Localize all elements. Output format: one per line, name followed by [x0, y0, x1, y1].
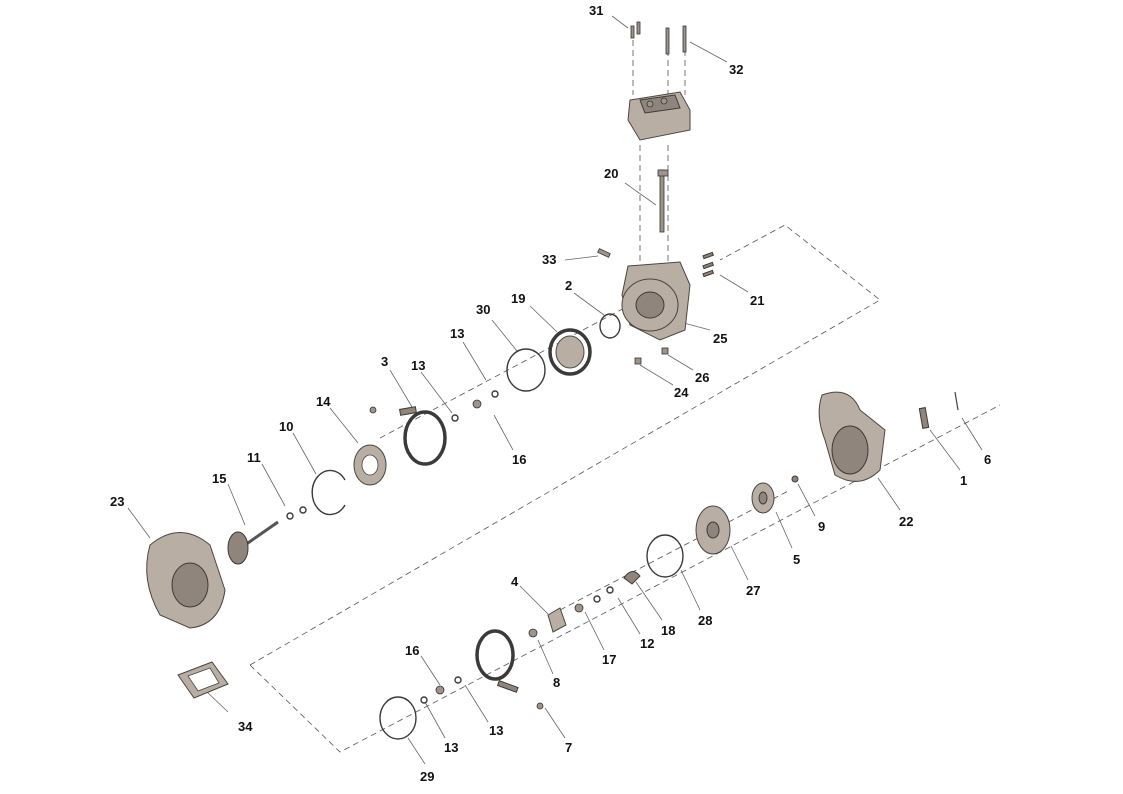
callout-27: 27: [746, 583, 760, 598]
turbine-housing-23: [146, 532, 226, 629]
nut-9: [791, 475, 799, 483]
callout-labels: 31 32 20 33 21 2 19 30 25 13 26 24 3 13 …: [110, 3, 991, 784]
callout-14: 14: [316, 394, 331, 409]
callout-31: 31: [589, 3, 603, 18]
small-rings-13-16: [369, 390, 499, 422]
callout-34: 34: [238, 719, 253, 734]
callout-26: 26: [695, 370, 709, 385]
leader-lines: [127, 15, 983, 765]
snap-ring-10: [311, 469, 346, 516]
callout-10: 10: [279, 419, 293, 434]
callout-9: 9: [818, 519, 825, 534]
callout-13-d: 13: [444, 740, 458, 755]
piston-rings-11: [286, 506, 307, 520]
callout-4: 4: [511, 574, 519, 589]
bolts-31: [630, 21, 641, 39]
bracket-1-screw-6: [918, 391, 959, 429]
callout-17: 17: [602, 652, 616, 667]
heat-shield-14: [353, 444, 387, 486]
callout-13-b: 13: [411, 358, 425, 373]
callout-7: 7: [565, 740, 572, 755]
back-plate-27: [695, 505, 731, 555]
thrust-bearing-4: [547, 607, 567, 633]
callout-21: 21: [750, 293, 764, 308]
callout-32: 32: [729, 62, 743, 77]
callout-23: 23: [110, 494, 124, 509]
actuator-housing: [627, 91, 691, 141]
v-band-clamp-3: [399, 406, 447, 466]
callout-11: 11: [247, 450, 261, 465]
callout-13-c: 13: [489, 723, 503, 738]
callout-5: 5: [793, 552, 800, 567]
callout-19: 19: [511, 291, 525, 306]
callout-20: 20: [604, 166, 618, 181]
callout-6: 6: [984, 452, 991, 467]
callout-33: 33: [542, 252, 556, 267]
callout-30: 30: [476, 302, 490, 317]
callout-29: 29: [420, 769, 434, 784]
callout-8: 8: [553, 675, 560, 690]
seal-ring-29: [379, 696, 417, 740]
compressor-housing-22: [818, 391, 886, 482]
small-rings-16-13-lower: [420, 676, 462, 704]
bolts-32: [665, 25, 687, 55]
callout-25: 25: [713, 331, 727, 346]
rod-20: [657, 169, 669, 233]
seal-ring-30: [506, 348, 546, 392]
callout-18: 18: [661, 623, 675, 638]
callout-16-b: 16: [405, 643, 419, 658]
callout-13-a: 13: [450, 326, 464, 341]
turbine-wheel-shaft-15: [227, 520, 279, 565]
screw-33: [597, 248, 611, 258]
o-ring-28: [646, 534, 684, 578]
callout-24: 24: [674, 385, 689, 400]
callout-22: 22: [899, 514, 913, 529]
callout-28: 28: [698, 613, 712, 628]
compressor-wheel-5: [751, 482, 775, 514]
callout-3: 3: [381, 354, 388, 369]
plugs-24-26: [634, 347, 669, 365]
callout-2: 2: [565, 278, 572, 293]
pins-21: [702, 251, 715, 278]
thrust-parts-18-12-17: [574, 571, 641, 613]
callout-15: 15: [212, 471, 226, 486]
gasket-34: [177, 661, 229, 699]
callout-16-a: 16: [512, 452, 526, 467]
o-ring-2: [599, 313, 621, 339]
bearing-housing-25: [621, 261, 691, 341]
callout-12: 12: [640, 636, 654, 651]
nozzle-ring-19: [548, 328, 592, 376]
v-band-clamp-7: [475, 629, 544, 710]
assembly-axis-lines: [249, 40, 1001, 753]
sleeve-8: [528, 628, 538, 638]
callout-1: 1: [960, 473, 967, 488]
